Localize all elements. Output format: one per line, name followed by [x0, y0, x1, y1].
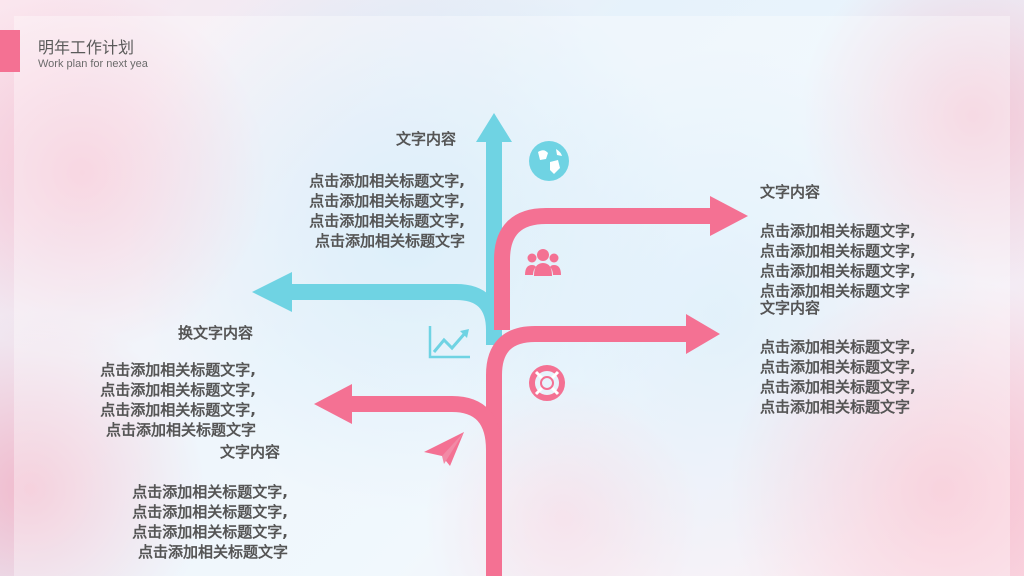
- text-line: 点击添加相关标题文字: [105, 421, 256, 439]
- blue-up-arrowhead: [476, 113, 512, 142]
- text-line: 点击添加相关标题文字,: [760, 338, 916, 356]
- pink-upper-right-branch: [494, 208, 712, 330]
- text-line: 点击添加相关标题文字,: [760, 378, 916, 396]
- text-line: 点击添加相关标题文字,: [132, 483, 288, 501]
- bottom-left-heading: 文字内容: [220, 443, 281, 461]
- content-frame: [14, 16, 1010, 576]
- text-line: 点击添加相关标题文字: [760, 398, 911, 416]
- blue-left-branch: [290, 284, 502, 345]
- text-line: 点击添加相关标题文字: [137, 543, 288, 561]
- chart-icon: [428, 326, 470, 359]
- mid-left-heading: 换文字内容: [178, 324, 254, 342]
- bottom-left-text: 点击添加相关标题文字, 点击添加相关标题文字, 点击添加相关标题文字, 点击添加…: [92, 482, 288, 562]
- text-line: 点击添加相关标题文字: [314, 232, 465, 250]
- pink-lower-right-arrowhead: [686, 314, 720, 354]
- lifebuoy-icon: [529, 365, 565, 401]
- mid-left-text: 点击添加相关标题文字, 点击添加相关标题文字, 点击添加相关标题文字, 点击添加…: [76, 360, 256, 440]
- text-line: 点击添加相关标题文字,: [309, 192, 465, 210]
- text-line: 点击添加相关标题文字,: [760, 262, 916, 280]
- mid-right-heading: 文字内容: [760, 299, 821, 317]
- text-line: 点击添加相关标题文字,: [100, 361, 256, 379]
- pink-left-branch: [350, 396, 502, 451]
- people-icon: [525, 249, 561, 276]
- text-line: 点击添加相关标题文字,: [309, 172, 465, 190]
- mid-right-text: 点击添加相关标题文字, 点击添加相关标题文字, 点击添加相关标题文字, 点击添加…: [760, 337, 916, 417]
- paper-plane-icon: [424, 432, 464, 466]
- text-line: 点击添加相关标题文字,: [132, 503, 288, 521]
- page-subtitle: Work plan for next yea: [38, 58, 148, 70]
- top-left-text: 点击添加相关标题文字, 点击添加相关标题文字, 点击添加相关标题文字, 点击添加…: [270, 171, 465, 251]
- top-right-text: 点击添加相关标题文字, 点击添加相关标题文字, 点击添加相关标题文字, 点击添加…: [760, 221, 916, 301]
- blue-left-arrowhead: [252, 272, 292, 312]
- text-line: 点击添加相关标题文字,: [100, 401, 256, 419]
- text-line: 点击添加相关标题文字: [760, 282, 911, 300]
- pink-left-arrowhead: [314, 384, 352, 424]
- text-line: 点击添加相关标题文字,: [760, 242, 916, 260]
- text-line: 点击添加相关标题文字,: [309, 212, 465, 230]
- pink-upper-right-arrowhead: [710, 196, 748, 236]
- text-line: 点击添加相关标题文字,: [100, 381, 256, 399]
- pink-lower-right-branch: [486, 326, 688, 440]
- text-line: 点击添加相关标题文字,: [760, 358, 916, 376]
- text-line: 点击添加相关标题文字,: [132, 523, 288, 541]
- title-accent-bar: [0, 30, 20, 72]
- page-title: 明年工作计划: [38, 38, 135, 57]
- text-line: 点击添加相关标题文字,: [760, 222, 916, 240]
- globe-icon: [529, 141, 569, 181]
- top-right-heading: 文字内容: [760, 183, 821, 201]
- top-left-heading: 文字内容: [396, 130, 457, 148]
